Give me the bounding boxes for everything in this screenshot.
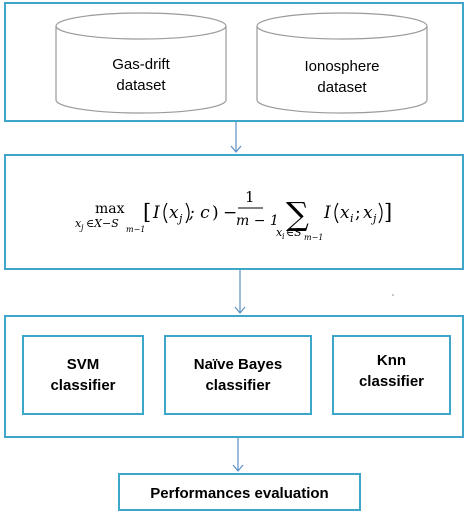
knn-classifier-box: Knn classifier	[332, 335, 451, 415]
sum-sub-index: m−1	[304, 233, 323, 242]
naive-bayes-label: Naïve Bayes classifier	[166, 354, 310, 396]
paren-close-2	[378, 202, 383, 224]
ionosphere-label: Ionosphere dataset	[256, 56, 428, 98]
evaluation-label: Performances evaluation	[150, 485, 329, 502]
ionosphere-line2: dataset	[317, 79, 367, 96]
minus-sign: −	[223, 203, 237, 223]
bracket-open: [	[143, 200, 151, 224]
max-operator: max	[95, 201, 125, 217]
max-sub-x: x	[75, 217, 82, 230]
summation-symbol: ∑	[286, 195, 309, 233]
info-I-1: I	[152, 203, 160, 223]
separator: ;	[355, 203, 361, 223]
gas-drift-line2: dataset	[116, 77, 166, 94]
arrowhead-3	[232, 464, 244, 472]
sum-sub-x: x	[276, 226, 283, 239]
svm-label: SVM classifier	[24, 354, 142, 396]
fraction-denominator: m − 1	[236, 213, 279, 229]
svm-line1: SVM	[66, 356, 100, 373]
svm-classifier-box: SVM classifier	[22, 335, 144, 415]
var-x-1-sub: j	[176, 212, 183, 225]
bracket-close: ]	[384, 200, 392, 224]
arrowhead-2	[234, 306, 246, 314]
var-c: ; c	[188, 203, 210, 223]
var-x-2-sub: i	[350, 212, 354, 225]
stray-dot	[392, 294, 394, 296]
var-x-3-sub: j	[370, 212, 377, 225]
naive-bayes-line1: Naïve Bayes	[193, 356, 283, 373]
svm-line2: classifier	[50, 377, 116, 394]
paren-close-c: )	[212, 203, 219, 223]
knn-line1: Knn	[376, 352, 407, 369]
var-x-2: x	[340, 203, 350, 223]
max-sub-j: j	[79, 223, 84, 232]
dataset-cylinder-ionosphere	[256, 12, 428, 114]
knn-line2: classifier	[358, 373, 425, 390]
max-sub-index: m−1	[126, 225, 145, 234]
info-I-2: I	[323, 203, 331, 223]
evaluation-box: Performances evaluation	[118, 473, 361, 511]
gas-drift-line1: Gas-drift	[112, 56, 170, 73]
gas-drift-label: Gas-drift dataset	[55, 54, 227, 96]
fraction-numerator: 1	[245, 188, 255, 206]
paren-open-2	[334, 202, 339, 224]
var-x-1: x	[169, 203, 179, 223]
arrowhead-1	[230, 145, 242, 153]
naive-bayes-classifier-box: Naïve Bayes classifier	[164, 335, 312, 415]
paren-close-1	[185, 202, 190, 224]
naive-bayes-line2: classifier	[205, 377, 271, 394]
max-sub-set: ∈X−S	[86, 217, 119, 230]
paren-open-1	[163, 202, 168, 224]
sum-sub-set: ∈S	[286, 226, 302, 239]
ionosphere-line1: Ionosphere	[304, 58, 380, 75]
dataset-cylinder-gas-drift	[55, 12, 227, 114]
var-x-3: x	[363, 203, 373, 223]
sum-sub-i: i	[282, 232, 285, 241]
knn-label: Knn classifier	[334, 350, 449, 392]
formula-box	[4, 154, 464, 270]
